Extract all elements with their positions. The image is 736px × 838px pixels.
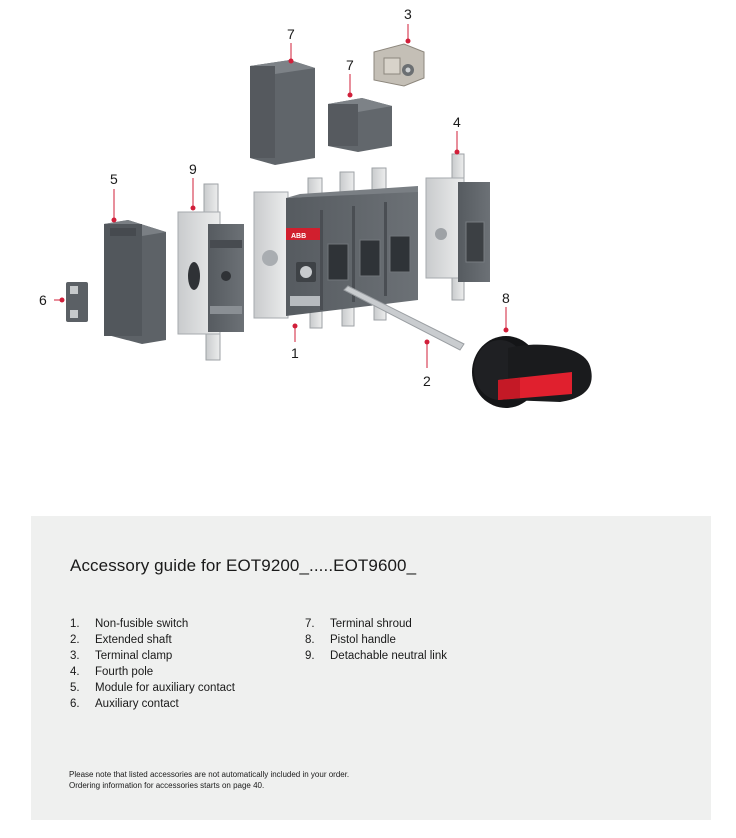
callout-8: 8 [502, 290, 510, 306]
guide-title: Accessory guide for EOT9200_.....EOT9600… [70, 556, 417, 575]
legend-item: 2. Extended shaft [70, 632, 235, 648]
callout-7b: 7 [346, 57, 354, 73]
callout-3: 3 [404, 6, 412, 22]
legend-label: Module for auxiliary contact [95, 682, 235, 694]
auxiliary-contact-part [66, 282, 88, 322]
legend-number: 1. [70, 618, 80, 630]
legend-label: Non-fusible switch [95, 618, 189, 630]
callout-4: 4 [453, 114, 461, 130]
callout-5: 5 [110, 171, 118, 187]
legend-number: 8. [305, 634, 315, 646]
legend-label: Terminal shroud [330, 618, 412, 630]
legend-label: Extended shaft [95, 634, 172, 646]
callout-1: 1 [291, 345, 299, 361]
non-fusible-switch-part: ABB [253, 167, 418, 329]
legend-label: Fourth pole [95, 666, 154, 678]
legend-left-column: 1. Non-fusible switch 2. Extended shaft 3.… [70, 616, 235, 712]
abb-brand-label: ABB [291, 233, 306, 240]
terminal-shroud-large-part [250, 60, 315, 165]
callout-9: 9 [189, 161, 197, 177]
legend-right-column: 7. Terminal shroud 8. Pistol handle 9. Deta… [305, 616, 447, 664]
terminal-clamp-part [373, 43, 425, 87]
legend-item: 5. Module for auxiliary contact [70, 680, 235, 696]
legend-item: 8. Pistol handle [305, 632, 447, 648]
extended-shaft-part [343, 285, 465, 351]
callout-6: 6 [39, 292, 47, 308]
legend-number: 3. [70, 650, 80, 662]
footnote-line-1: Please note that listed accessories are … [69, 770, 350, 779]
legend-number: 7. [305, 618, 315, 630]
legend-item: 9. Detachable neutral link [305, 648, 447, 664]
legend-label: Detachable neutral link [330, 650, 447, 662]
footnote-line-2: Ordering information for accessories sta… [69, 781, 265, 790]
legend-number: 2. [70, 634, 80, 646]
neutral-link-part [177, 183, 244, 361]
legend-number: 4. [70, 666, 80, 678]
callout-leaders [54, 24, 507, 368]
exploded-product-illustration: ABB [39, 6, 592, 408]
legend-item: 7. Terminal shroud [305, 616, 447, 632]
legend-item: 4. Fourth pole [70, 664, 235, 680]
legend-number: 9. [305, 650, 315, 662]
legend-number: 6. [70, 698, 80, 710]
accessory-guide-panel: Accessory guide for EOT9200_.....EOT9600… [31, 516, 711, 820]
callout-7a: 7 [287, 26, 295, 42]
legend-item: 1. Non-fusible switch [70, 616, 235, 632]
callout-2: 2 [423, 373, 431, 389]
legend-label: Pistol handle [330, 634, 396, 646]
pistol-handle-part [472, 336, 592, 408]
callout-dots [59, 38, 509, 345]
legend-item: 6. Auxiliary contact [70, 696, 235, 712]
legend-label: Auxiliary contact [95, 698, 179, 710]
legend-label: Terminal clamp [95, 650, 173, 662]
footnote: Please note that listed accessories are … [69, 769, 349, 791]
auxiliary-module-part [104, 220, 166, 344]
legend-number: 5. [70, 682, 80, 694]
fourth-pole-part [425, 153, 490, 301]
legend-item: 3. Terminal clamp [70, 648, 235, 664]
terminal-shroud-small-part [328, 98, 392, 152]
